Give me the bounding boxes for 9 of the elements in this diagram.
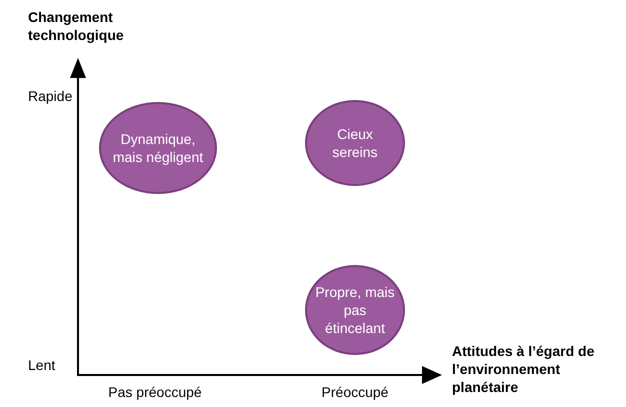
axis-title: Changement technologique [28,8,125,44]
axis-tick-label: Pas préoccupé [107,383,203,401]
node-label: Propre, mais pas étincelant [315,283,395,337]
node-label: Dynamique, mais négligent [112,130,204,166]
axis-title: Attitudes à l’égard de l’environnement planétaire [452,342,596,396]
axis-tick-label: Lent [28,356,56,374]
node-label: Cieux sereins [331,125,379,161]
axis-tick-label: Préoccupé [320,383,390,401]
axis-tick-label: Rapide [28,87,74,105]
